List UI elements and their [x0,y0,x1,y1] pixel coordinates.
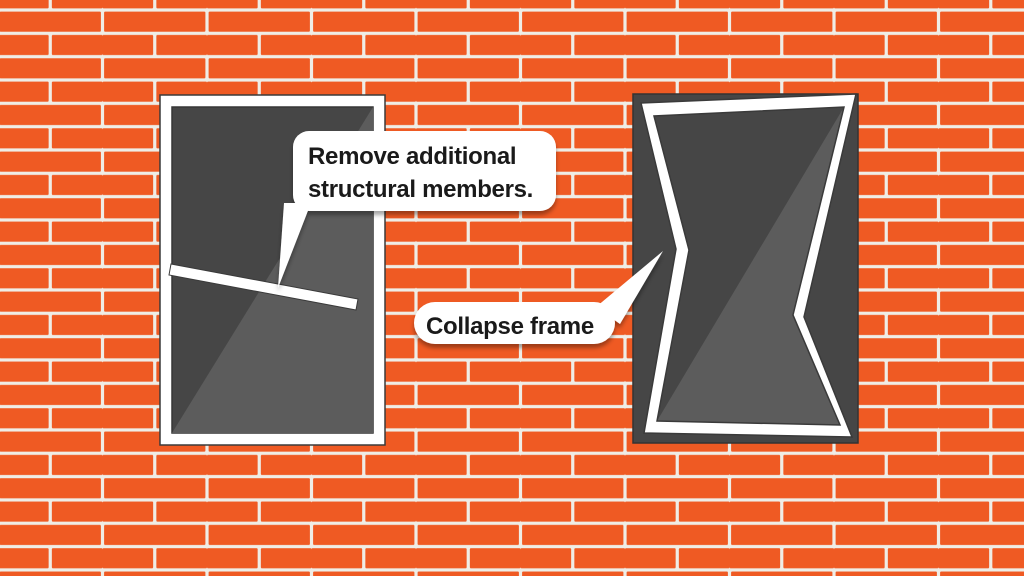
callout-collapse-text: Collapse frame [426,313,594,340]
collapsed-frame[interactable] [640,93,857,438]
callout-remove-text-line-1: Remove additional [308,143,516,170]
right-window [632,93,859,444]
right-window-glass-shade [657,107,844,425]
structural-member-bar[interactable] [168,263,359,311]
speech-bubble [293,131,556,211]
callout-remove-text-line-2: structural members. [308,176,533,203]
speech-bubble-tail [278,203,311,288]
callout-collapse-frame [414,251,663,344]
speech-bubble [414,302,615,344]
callout-remove-members [278,131,556,288]
speech-bubble-tail [596,251,663,324]
